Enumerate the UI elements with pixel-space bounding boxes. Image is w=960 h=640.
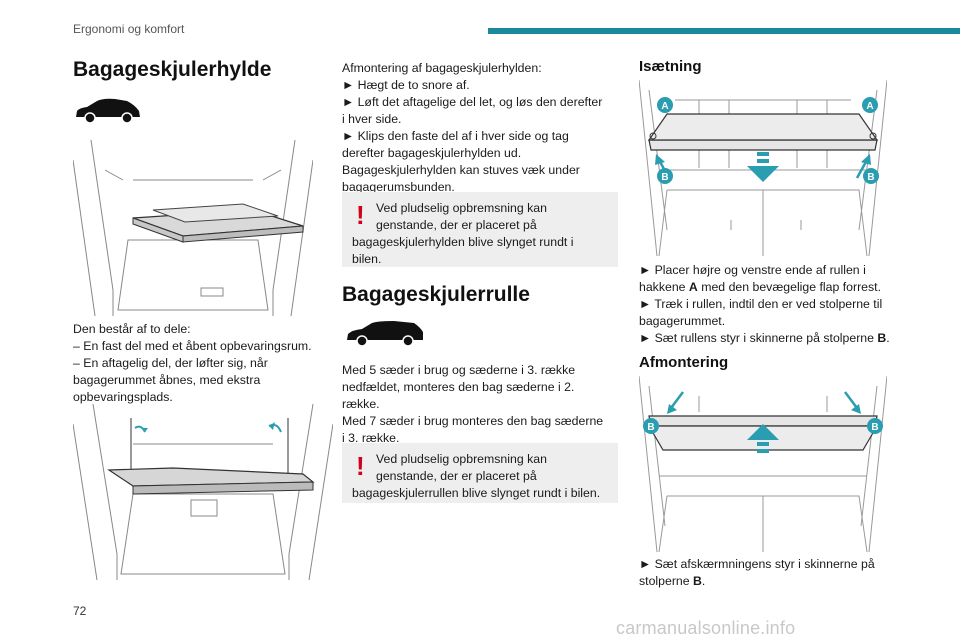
shelf-removal-steps: Afmontering af bagageskjulerhylden: ► Hæ… <box>342 60 627 196</box>
cover-install-info: Med 5 sæder i brug og sæderne i 3. række… <box>342 362 627 447</box>
warning-text: bagageskjulerhylden blive slynget rundt … <box>352 235 574 249</box>
callout-b-right: B <box>863 168 879 184</box>
fitting-steps: ► Placer højre og venstre ende af rullen… <box>639 262 909 347</box>
desc-line: opbevaringsplads. <box>73 390 173 404</box>
fitting-step-text: ► Sæt rullens styr i skinnerne på stolpe… <box>639 331 878 345</box>
callout-label: B <box>661 172 668 183</box>
shelf-description: Den består af to dele: – En fast del med… <box>73 321 323 406</box>
fitting-step-ref: B <box>877 331 887 345</box>
fitting-illustration: A A B B <box>639 80 887 256</box>
removal-step-ref: B <box>693 574 702 588</box>
fitting-step: ► Sæt rullens styr i skinnerne på stolpe… <box>639 330 909 347</box>
fitting-step-text: med den bevægelige flap forrest. <box>697 280 882 294</box>
callout-a-left: A <box>657 97 673 113</box>
callout-b-left: B <box>657 168 673 184</box>
title-removal: Afmontering <box>639 354 729 371</box>
removal-step-text: . <box>701 574 706 588</box>
warning-text: Ved pludselig opbremsning kan <box>376 201 547 215</box>
fitting-step-text: . <box>886 331 890 345</box>
watermark: carmanualsonline.info <box>616 618 796 638</box>
warning-text: bilen. <box>352 252 382 266</box>
fitting-step-text: hakkene <box>639 280 689 294</box>
fitting-step: ► Træk i rullen, indtil den er ved stolp… <box>639 297 883 311</box>
desc-intro: Den består af to dele: <box>73 322 191 336</box>
warning-box-shelf: ! Ved pludselig opbremsning kan genstand… <box>342 192 618 267</box>
warning-text: Ved pludselig opbremsning kan <box>376 452 547 466</box>
removal-step: stolperne B. <box>639 573 909 590</box>
parcel-shelf-illustration <box>73 140 313 316</box>
desc-line: – En aftagelig del, der løfter sig, når <box>73 356 268 370</box>
warning-text: genstande, der er placeret på <box>376 218 537 232</box>
title-parcel-shelf: Bagageskjulerhylde <box>73 58 272 81</box>
callout-label: B <box>867 172 874 183</box>
removal-illustration: B B <box>639 376 887 552</box>
callout-a-right: A <box>862 97 878 113</box>
callout-label: B <box>647 422 654 433</box>
callout-label: B <box>871 422 878 433</box>
install-text: nedfældet, monteres den bag sæderne i 2. <box>342 380 575 394</box>
estate-silhouette-icon <box>347 321 423 347</box>
stow-note: Bagageskjulerhylden kan stuves væk under <box>342 163 580 177</box>
fitting-step-ref: A <box>688 280 698 294</box>
warning-text: bagageskjulerrullen blive slynget rundt … <box>352 486 601 500</box>
removal-step: derefter bagageskjulerhylden ud. <box>342 146 522 160</box>
install-text: i 3. række. <box>342 431 400 445</box>
title-luggage-cover: Bagageskjulerrulle <box>342 283 530 306</box>
desc-line: bagagerummet åbnes, med ekstra <box>73 373 261 387</box>
callout-label: A <box>661 101 668 112</box>
removal-steps: ► Sæt afskærmningens styr i skinnerne på… <box>639 556 909 590</box>
header-accent-bar <box>488 28 960 34</box>
warning-icon: ! <box>356 200 365 230</box>
removal-step: ► Klips den faste del af i hver side og … <box>342 129 569 143</box>
removal-step: i hver side. <box>342 112 402 126</box>
fitting-step: hakkene A med den bevægelige flap forres… <box>639 279 909 296</box>
removal-step: ► Løft det aftagelige del let, og løs de… <box>342 95 603 109</box>
removable-part-illustration <box>73 404 333 580</box>
removal-step-text: stolperne <box>639 574 694 588</box>
warning-icon: ! <box>356 451 365 481</box>
callout-label: A <box>866 101 873 112</box>
install-text: række. <box>342 397 380 411</box>
fitting-step: ► Placer højre og venstre ende af rullen… <box>639 263 866 277</box>
stow-note: bagagerumsbunden. <box>342 180 455 194</box>
suv-silhouette-icon <box>76 98 140 124</box>
warning-box-cover: ! Ved pludselig opbremsning kan genstand… <box>342 443 618 503</box>
title-fitting: Isætning <box>639 58 702 75</box>
removal-step: ► Sæt afskærmningens styr i skinnerne på <box>639 557 875 571</box>
desc-line: – En fast del med et åbent opbevaringsru… <box>73 339 312 353</box>
callout-b-right: B <box>867 418 883 434</box>
section-label: Ergonomi og komfort <box>73 22 185 36</box>
install-text: Med 7 sæder i brug monteres den bag sæde… <box>342 414 604 428</box>
install-text: Med 5 sæder i brug og sæderne i 3. række <box>342 363 576 377</box>
removal-intro: Afmontering af bagageskjulerhylden: <box>342 61 542 75</box>
page-number: 72 <box>73 604 87 618</box>
removal-step: ► Hægt de to snore af. <box>342 78 470 92</box>
fitting-step: bagagerummet. <box>639 314 726 328</box>
callout-b-left: B <box>643 418 659 434</box>
warning-text: genstande, der er placeret på <box>376 469 537 483</box>
